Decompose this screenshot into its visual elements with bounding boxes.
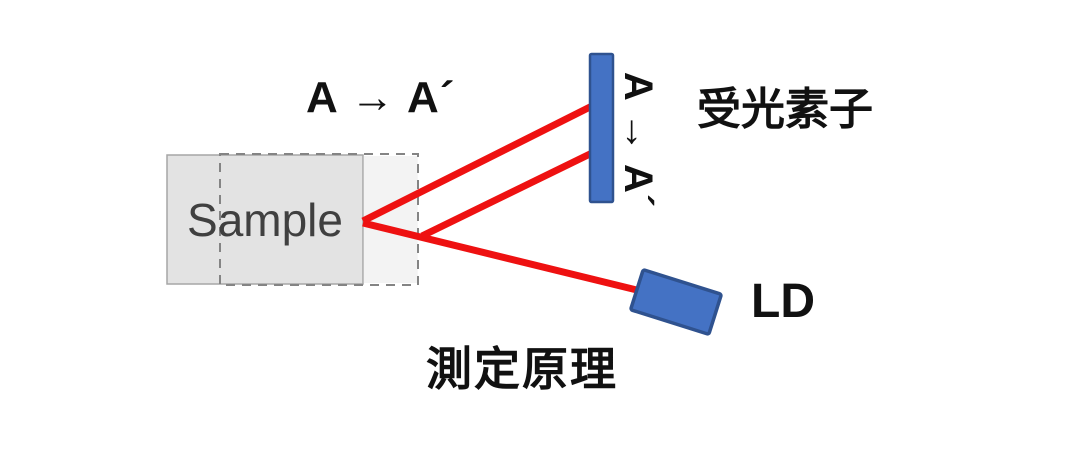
laser-diode-label: LD bbox=[751, 275, 815, 328]
sample-shifted-outline bbox=[219, 153, 419, 286]
incident-beam bbox=[362, 219, 646, 296]
beam-shift-label-horizontal: A → A´ bbox=[306, 73, 456, 122]
reflected-beam-a bbox=[361, 102, 594, 225]
reflected-beam-a-prime bbox=[420, 149, 594, 240]
sample-label: Sample bbox=[187, 193, 343, 246]
sample-box bbox=[166, 154, 364, 285]
photodetector-label: 受光素子 bbox=[697, 85, 873, 134]
laser-diode-box bbox=[629, 268, 723, 336]
diagram-title: 測定原理 bbox=[426, 343, 618, 395]
beam-shift-label-vertical: A → A´ bbox=[616, 71, 660, 209]
photodetector-bar bbox=[588, 52, 615, 204]
